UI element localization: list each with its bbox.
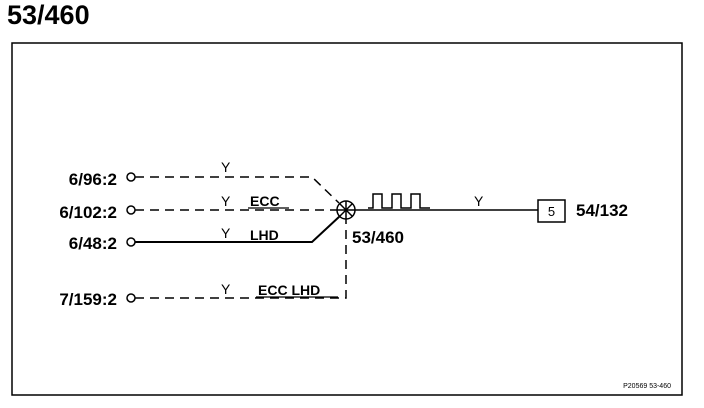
connector-label-3: 6/48:2	[69, 234, 117, 253]
destination-label: 54/132	[576, 201, 628, 220]
wire-note-2: ECC	[250, 193, 280, 209]
pin-box	[537, 199, 566, 223]
junction-symbol	[336, 200, 356, 220]
page-title: 53/460	[7, 0, 90, 30]
connector-label-1: 6/96:2	[69, 170, 117, 189]
terminal-4	[126, 293, 136, 303]
junction-label: 53/460	[352, 228, 404, 247]
connector-label-4: 7/159:2	[59, 290, 117, 309]
wire-note-4: ECC LHD	[258, 282, 320, 298]
square-wave-icon	[368, 193, 430, 209]
figure-reference: P20569 53-460	[623, 383, 671, 390]
wire-3	[135, 215, 341, 243]
wire-color-output: Y	[474, 193, 484, 209]
wire-color-3: Y	[221, 225, 231, 241]
wire-color-4: Y	[221, 281, 231, 297]
terminal-3	[126, 237, 136, 247]
diagram-frame	[11, 42, 683, 396]
pin-number: 5	[548, 204, 555, 219]
wire-note-3: LHD	[250, 227, 279, 243]
wire-color-2: Y	[221, 193, 231, 209]
terminal-2	[126, 205, 136, 215]
terminal-1	[126, 172, 136, 182]
wire-4	[135, 219, 347, 299]
wire-1	[135, 176, 340, 204]
wire-color-1: Y	[221, 159, 231, 175]
connector-label-2: 6/102:2	[59, 203, 117, 222]
